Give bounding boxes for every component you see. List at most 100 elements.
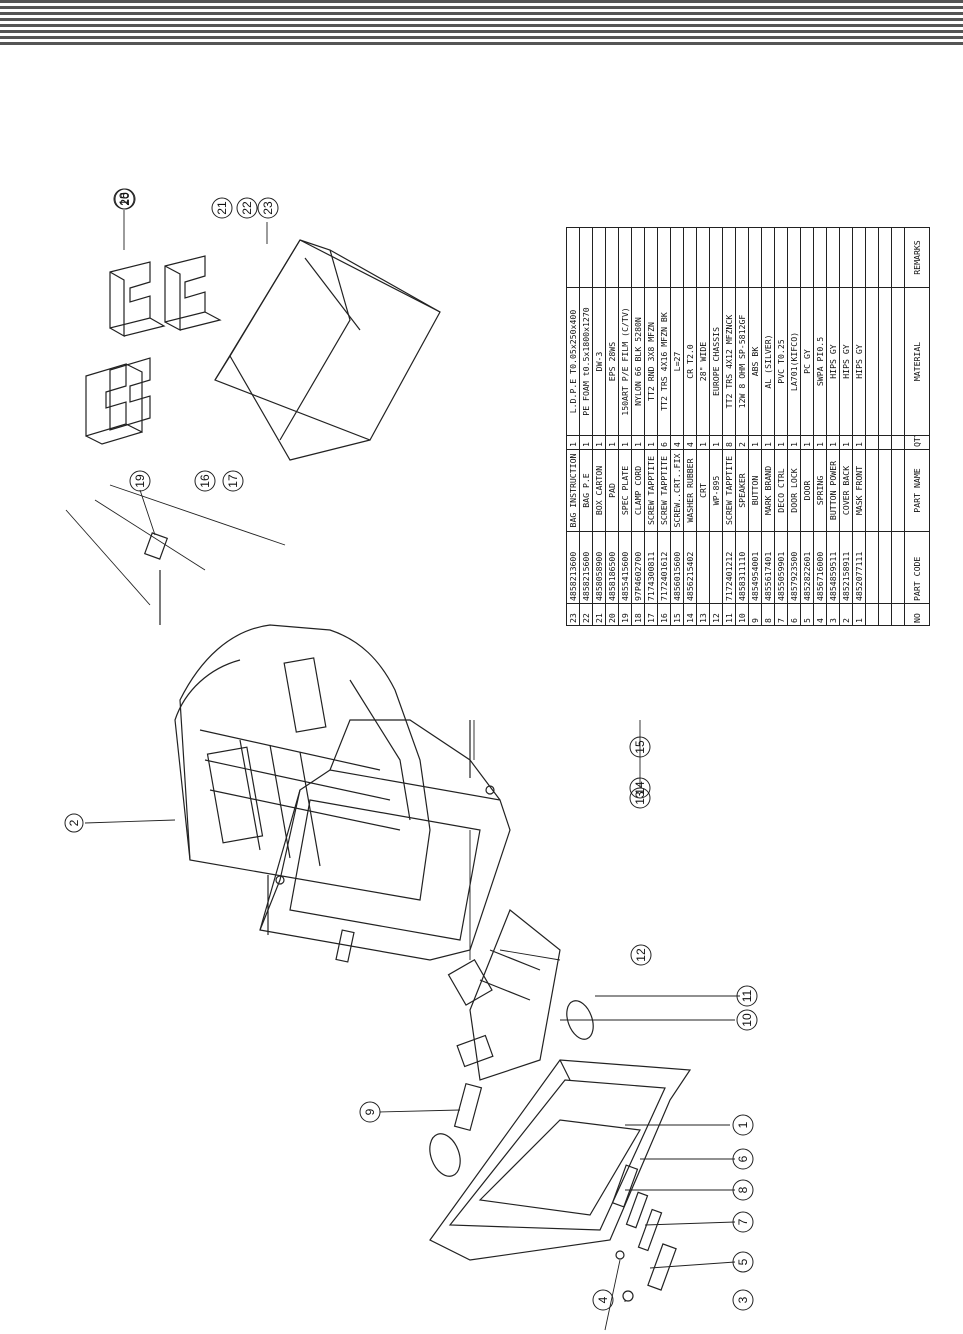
table-cell-no: 4 (813, 603, 827, 626)
table-cell-code (696, 531, 710, 604)
speaker-right (566, 1000, 594, 1040)
table-cell-code: 4858311110 (735, 531, 749, 604)
table-cell-remarks (774, 227, 788, 288)
callout-10: 10 (736, 1009, 758, 1031)
table-cell-no: 18 (631, 603, 645, 626)
table-cell-qty: 1 (618, 435, 632, 450)
table-cell-remarks (826, 227, 840, 288)
table-cell-qty: 1 (696, 435, 710, 450)
header-remarks: REMARKS (904, 227, 930, 288)
table-cell-name: WP-895 (709, 449, 723, 532)
table-row (891, 227, 905, 626)
table-cell-material (891, 287, 905, 436)
table-cell-code: 4858213600 (566, 531, 580, 604)
table-cell-material: PE FOAM t0.5x1800x1270 (579, 287, 593, 436)
table-cell-material: LA701(KIFCO) (787, 287, 801, 436)
svg-text:8: 8 (736, 1186, 750, 1193)
header-rule-lines (0, 0, 963, 60)
carton-box (214, 239, 441, 461)
callout-23: 23 (257, 197, 279, 219)
table-cell-code: 4855059901 (774, 531, 788, 604)
packing-pad-left-bottom (85, 363, 143, 445)
table-cell-no: 5 (800, 603, 814, 626)
table-cell-no: 21 (592, 603, 606, 626)
table-cell-material: EUROPE CHASSIS (709, 287, 723, 436)
svg-text:1: 1 (736, 1121, 750, 1128)
power-button-part (622, 1290, 634, 1302)
table-cell-material: 150ART P/E FILM (C/TV) (618, 287, 632, 436)
table-cell-no: 8 (761, 603, 775, 626)
table-cell-code: 4855415600 (618, 531, 632, 604)
svg-text:16: 16 (198, 474, 212, 488)
table-cell-remarks (761, 227, 775, 288)
table-cell-no: 2 (839, 603, 853, 626)
table-cell-remarks (891, 227, 905, 288)
table-cell-code: 7172401212 (722, 531, 736, 604)
svg-text:20: 20 (118, 192, 132, 206)
callout-4: 4 (592, 1289, 614, 1311)
header-no: NO (904, 603, 930, 626)
table-cell-material (878, 287, 892, 436)
svg-text:12: 12 (634, 948, 648, 962)
table-cell-qty: 1 (826, 435, 840, 450)
table-cell-no: 14 (683, 603, 697, 626)
packing-pad-left-top (109, 261, 166, 338)
table-cell-name: SCREW..CRT..FIX (670, 449, 684, 532)
table-cell-no: 7 (774, 603, 788, 626)
table-cell-qty: 1 (709, 435, 723, 450)
table-cell-code: 4854859511 (826, 531, 840, 604)
table-cell-no (878, 603, 892, 626)
svg-text:6: 6 (736, 1155, 750, 1162)
table-cell-material: 12W 8 OHM SP-5812GF (735, 287, 749, 436)
table-cell-no: 1 (852, 603, 866, 626)
table-cell-qty: 1 (592, 435, 606, 450)
table-cell-no: 16 (657, 603, 671, 626)
svg-text:18: 18 (117, 192, 131, 206)
table-cell-code: 4856015600 (670, 531, 684, 604)
table-cell-code: 4858186500 (605, 531, 619, 604)
table-cell-qty (891, 435, 905, 450)
rear-cover (174, 624, 431, 901)
table-cell-material: HIPS GY (826, 287, 840, 436)
table-cell-code: 4854954001 (748, 531, 762, 604)
callout-3: 3 (732, 1289, 754, 1311)
packing-pad-right-top (164, 255, 222, 331)
table-cell-qty: 1 (800, 435, 814, 450)
table-cell-qty: 1 (761, 435, 775, 450)
table-cell-code (891, 531, 905, 604)
table-cell-name: SPRING (813, 449, 827, 532)
table-cell-name (878, 449, 892, 532)
table-cell-remarks (852, 227, 866, 288)
table-cell-remarks (618, 227, 632, 288)
table-cell-code: 4852077111 (852, 531, 866, 604)
button-strip (453, 1082, 483, 1132)
svg-text:21: 21 (215, 201, 229, 215)
callout-5: 5 (732, 1251, 754, 1273)
table-cell-code: 4857923500 (787, 531, 801, 604)
callout-9: 9 (359, 1101, 381, 1123)
table-cell-qty: 1 (813, 435, 827, 450)
table-cell-material: 28" WIDE (696, 287, 710, 436)
table-cell-remarks (566, 227, 580, 288)
table-cell-name: CRT (696, 449, 710, 532)
callout-21: 21 (211, 197, 233, 219)
svg-text:14: 14 (633, 781, 647, 795)
table-cell-no: 20 (605, 603, 619, 626)
table-cell-no: 13 (696, 603, 710, 626)
table-cell-code: 7172401612 (657, 531, 671, 604)
table-cell-material: ABS BK (748, 287, 762, 436)
svg-text:3: 3 (736, 1296, 750, 1303)
